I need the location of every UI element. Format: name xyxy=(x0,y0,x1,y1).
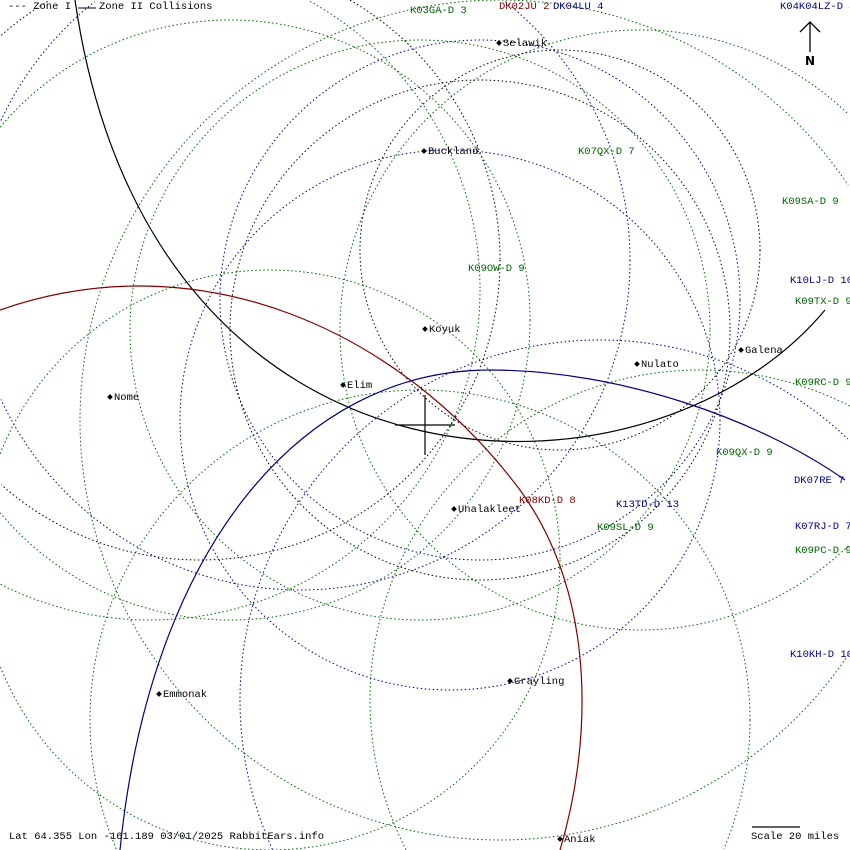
contour-circle xyxy=(0,19,531,621)
town-galena: Galena xyxy=(739,345,783,357)
station-label: DK02JU 2 xyxy=(499,1,550,13)
town-nome: Nome xyxy=(108,392,139,404)
town-selawik: Selawik xyxy=(497,38,547,50)
contour-circle xyxy=(239,339,849,850)
scale-label: Scale 20 miles xyxy=(751,831,840,843)
station-label: K07RJ-D 7 xyxy=(795,521,850,533)
contour-circle xyxy=(339,29,849,631)
station-label: DK04LU 4 xyxy=(553,1,604,13)
town-emmonak: Emmonak xyxy=(157,689,207,701)
legend-zone1: --- Zone I xyxy=(8,1,72,13)
town-elim: Elim xyxy=(341,380,372,392)
station-label: K09SA-D 9 xyxy=(782,196,839,208)
contour-circle xyxy=(369,369,850,850)
station-label: K10KH-D 10 xyxy=(790,649,850,661)
station-label: K08KD-D 8 xyxy=(519,495,576,507)
station-label: K13TD-D 13 xyxy=(616,499,680,511)
town-aniak: Aniak xyxy=(558,834,596,846)
town-buckland: Buckland xyxy=(422,146,478,158)
contour-circle xyxy=(229,79,731,581)
footer-info: Lat 64.355 Lon -161.189 03/01/2025 Rabbi… xyxy=(9,831,325,843)
contour-circle xyxy=(79,0,849,841)
town-grayling: Grayling xyxy=(508,676,564,688)
north-arrow-icon xyxy=(799,21,821,52)
legend-zone2: Zone II Collisions xyxy=(99,1,213,13)
contour-circle xyxy=(0,1,631,591)
station-label: K09RC-D 9 xyxy=(795,377,850,389)
crosshair-icon xyxy=(395,395,455,455)
town-nulato: Nulato xyxy=(635,359,679,371)
station-label: K03GA-D 3 xyxy=(410,5,467,17)
contour-circle xyxy=(0,0,481,621)
station-label: K09OW-D 9 xyxy=(468,263,525,275)
collision-arc-black xyxy=(74,0,826,442)
station-label: K09TX-D 9 xyxy=(795,296,850,308)
collision-arc-navy xyxy=(119,369,846,850)
contour-circle xyxy=(179,149,721,691)
station-label: K07QX-D 7 xyxy=(578,146,635,158)
north-label: N xyxy=(805,54,816,68)
collision-arc-darkred xyxy=(0,285,583,850)
contour-circle xyxy=(219,39,741,561)
contour-circle xyxy=(0,0,501,561)
station-label: K09PC-D 9 xyxy=(795,545,850,557)
contour-circle xyxy=(89,389,751,850)
contour-circle xyxy=(359,49,761,451)
contour-circle xyxy=(0,269,561,850)
station-label: K04K04LZ-D 4 xyxy=(780,1,850,13)
station-label: K09QX-D 9 xyxy=(716,447,773,459)
town-koyuk: Koyuk xyxy=(423,324,461,336)
station-label: K09SL-D 9 xyxy=(597,522,654,534)
station-label: K10LJ-D 10 xyxy=(790,275,850,287)
station-label: DK07RE 7 xyxy=(794,475,845,487)
town-unalakleet: Unalakleet xyxy=(452,504,521,516)
